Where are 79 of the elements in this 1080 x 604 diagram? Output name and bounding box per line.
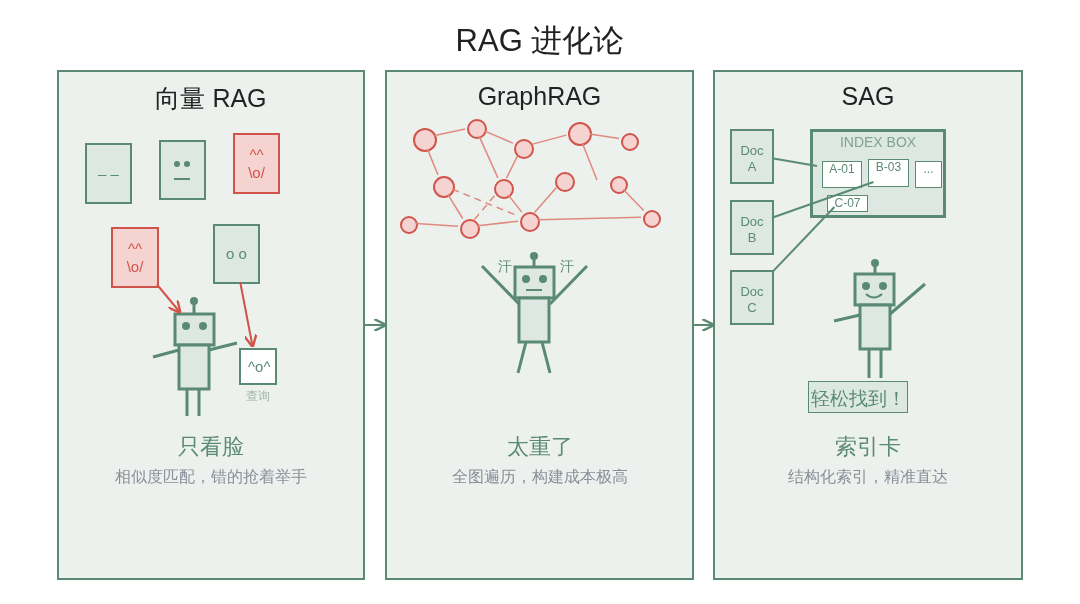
connector-line [426, 148, 439, 176]
connector-line [505, 155, 519, 179]
face-text: o o [225, 245, 248, 263]
face-card [111, 227, 159, 288]
index-card [822, 161, 862, 188]
panel [713, 70, 1023, 580]
connector-line [415, 222, 459, 228]
doc-label: Doc B [739, 214, 765, 246]
index-card [827, 195, 868, 212]
connector-line [589, 133, 620, 140]
arrow [364, 317, 388, 333]
connector-line [473, 193, 497, 221]
document-card [730, 200, 774, 255]
panel-description: 相似度匹配，错的抢着举手 [114, 467, 308, 487]
connector-line [477, 220, 519, 227]
graph-node [460, 219, 480, 239]
panel-heading: GraphRAG [476, 82, 603, 111]
sign-board [808, 381, 908, 413]
connector-line [483, 130, 514, 144]
arrow [156, 283, 182, 315]
panel-description: 结构化索引，精准直达 [787, 467, 949, 487]
index-card [868, 159, 909, 187]
graph-node [494, 179, 514, 199]
graph-node [610, 176, 628, 194]
graph-node [568, 122, 592, 146]
connector-line [507, 194, 523, 213]
query-label: 查询 [245, 388, 271, 405]
graph-node [621, 133, 639, 151]
face-text: – – [97, 164, 120, 183]
connector-line [478, 135, 499, 179]
index-box [810, 129, 946, 218]
face-text: ^^ \o/ [125, 239, 145, 276]
doc-label: Doc C [739, 284, 765, 316]
sign-text: 轻松找到！ [809, 387, 907, 411]
connector-line [530, 134, 568, 146]
face-text: ^^ \o/ [247, 145, 266, 182]
graph-node [643, 210, 661, 228]
panel-subtitle: 只看脸 [177, 433, 245, 461]
graph-node [467, 119, 487, 139]
index-label: ... [922, 162, 935, 176]
sweat-mark: 汗 [498, 258, 512, 276]
graph-node [413, 128, 437, 152]
index-card [915, 161, 942, 188]
graph-node [514, 139, 534, 159]
connector-line [581, 142, 598, 181]
connector-line [771, 181, 875, 219]
connector-line [433, 128, 466, 137]
connector-line [771, 206, 836, 274]
face-card [213, 224, 260, 284]
document-card [730, 270, 774, 325]
face-card [233, 133, 280, 194]
document-card [730, 129, 774, 184]
panel-heading: 向量 RAG [154, 83, 268, 114]
connector-line [771, 157, 818, 168]
face-card [159, 140, 206, 200]
connector-line [533, 186, 558, 214]
panel-heading: SAG [840, 82, 896, 111]
connector-line [622, 188, 645, 212]
graph-node [400, 216, 418, 234]
face-card [85, 143, 132, 204]
sweat-mark: 汗 [560, 258, 574, 276]
index-label: B-03 [874, 160, 903, 174]
arrow [693, 317, 716, 333]
graph-node [520, 212, 540, 232]
panel [385, 70, 694, 580]
panel [57, 70, 365, 580]
index-label: C-07 [833, 196, 862, 210]
index-box-title: INDEX BOX [838, 134, 918, 150]
connector-line [537, 216, 642, 221]
panel-subtitle: 索引卡 [834, 433, 902, 461]
arrow [239, 281, 258, 349]
panel-description: 全图遍历，构建成本极高 [450, 467, 629, 487]
graph-node [555, 172, 575, 192]
connector-line [447, 193, 464, 220]
doc-label: Doc A [739, 143, 765, 175]
index-label: A-01 [828, 162, 856, 176]
panel-subtitle: 太重了 [505, 433, 574, 461]
diagram-title: RAG 进化论 [454, 22, 626, 60]
graph-node [433, 176, 455, 198]
